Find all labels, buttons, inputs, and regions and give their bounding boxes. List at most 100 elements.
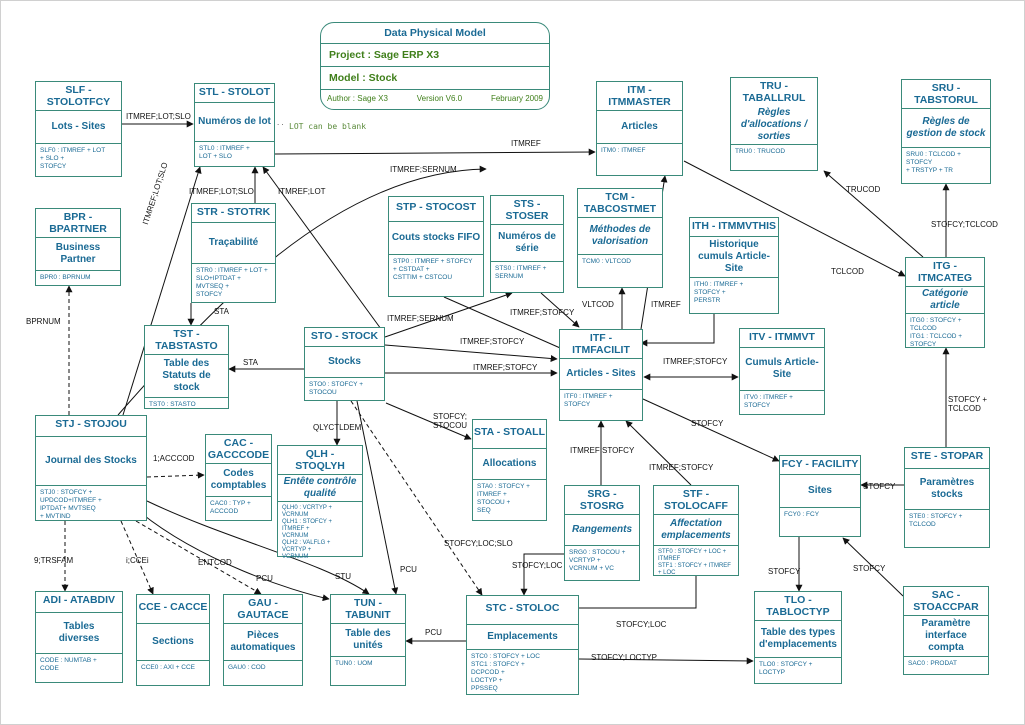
entity-sac[interactable]: SAC - STOACCPAR Paramètre interface comp… xyxy=(903,586,989,675)
entity-description: Lots - Sites xyxy=(51,121,106,132)
entity-keys: STR0 : ITMREF + LOT + SLO+IPTDAT + MVTSE… xyxy=(192,263,275,302)
link-label: STOFCY xyxy=(691,419,724,428)
entity-keys: TUN0 : UOM xyxy=(331,656,405,671)
author-label: Author : Sage X3 xyxy=(327,94,388,103)
entity-keys: FCY0 : FCY xyxy=(780,507,860,522)
link-label: TRUCOD xyxy=(846,185,881,194)
entity-title: STL - STOLOT xyxy=(195,84,274,103)
entity-sta[interactable]: STA - STOALL Allocations STA0 : STOFCY +… xyxy=(472,419,547,521)
entity-keys: SRG0 : STOCOU + VCRTYP + VCRNUM + VC xyxy=(565,545,639,576)
entity-sto[interactable]: STO - STOCK Stocks STO0 : STOFCY + STOCO… xyxy=(304,327,385,401)
entity-ste[interactable]: STE - STOPAR Paramètres stocks STE0 : ST… xyxy=(904,447,990,548)
entity-keys: SRU0 : TCLCOD + STOFCY + TRSTYP + TR xyxy=(902,147,990,178)
entity-description: Rangements xyxy=(571,524,632,535)
entity-srg[interactable]: SRG - STOSRG Rangements SRG0 : STOCOU + … xyxy=(564,485,640,581)
link-label: i;CCEi xyxy=(126,556,149,565)
entity-itg[interactable]: ITG - ITMCATEG Catégorie article ITG0 : … xyxy=(905,257,985,348)
entity-description: Couts stocks FIFO xyxy=(391,232,481,243)
link-label: ITMREF;LOT;SLO xyxy=(126,112,191,121)
entity-stj[interactable]: STJ - STOJOU Journal des Stocks STJ0 : S… xyxy=(35,415,147,521)
entity-description: Stocks xyxy=(328,356,361,367)
entity-keys: BPR0 : BPRNUM xyxy=(36,270,120,285)
entity-description: Entête contrôle qualité xyxy=(283,476,357,499)
entity-stf[interactable]: STF - STOLOCAFF Affectation emplacements… xyxy=(653,485,739,576)
entity-keys: TST0 : STASTO xyxy=(145,397,228,412)
project-label: Project : Sage ERP X3 xyxy=(321,44,549,67)
entity-keys: STA0 : STOFCY + ITMREF + STOCOU + SEQ xyxy=(473,479,546,518)
link-label: ITMREF;LOT;SLO xyxy=(189,187,254,196)
entity-description: Historique cumuls Article- Site xyxy=(698,239,770,274)
link-label: PCU xyxy=(256,574,273,583)
entity-title: ITV - ITMMVT xyxy=(740,329,824,348)
entity-keys: SLF0 : ITMREF + LOT + SLO + STOFCY xyxy=(36,143,121,174)
entity-cac[interactable]: CAC - GACCCODE Codes comptables CAC0 : T… xyxy=(205,434,272,521)
link-label: BPRNUM xyxy=(26,317,61,326)
entity-stl[interactable]: STL - STOLOT Numéros de lot STL0 : ITMRE… xyxy=(194,83,275,167)
entity-description: Catégorie article xyxy=(921,288,969,311)
entity-title: SRG - STOSRG xyxy=(565,486,639,515)
link-label: 9;TRSFAM xyxy=(34,556,74,565)
entity-sts[interactable]: STS - STOSER Numéros de série STS0 : ITM… xyxy=(490,195,564,293)
link-label: STA xyxy=(214,307,229,316)
entity-stc[interactable]: STC - STOLOC Emplacements STC0 : STOFCY … xyxy=(466,595,579,695)
entity-slf[interactable]: SLF - STOLOTFCY Lots - Sites SLF0 : ITMR… xyxy=(35,81,122,177)
entity-tun[interactable]: TUN - TABUNIT Table des unités TUN0 : UO… xyxy=(330,594,406,686)
entity-description: Business Partner xyxy=(55,242,101,265)
entity-title: SLF - STOLOTFCY xyxy=(36,82,121,111)
link-label: ITMREF xyxy=(651,300,681,309)
entity-description: Numéros de lot xyxy=(198,116,271,127)
entity-description: Table des Statuts de stock xyxy=(162,358,211,393)
entity-sru[interactable]: SRU - TABSTORUL Règles de gestion de sto… xyxy=(901,79,991,184)
entity-keys: ITF0 : ITMREF + STOFCY xyxy=(560,389,642,412)
entity-stp[interactable]: STP - STOCOST Couts stocks FIFO STP0 : I… xyxy=(388,196,484,297)
entity-fcy[interactable]: FCY - FACILITY Sites FCY0 : FCY xyxy=(779,455,861,537)
entity-ith[interactable]: ITH - ITMMVTHIS Historique cumuls Articl… xyxy=(689,217,779,314)
entity-description: Codes comptables xyxy=(210,468,267,491)
entity-adi[interactable]: ADI - ATABDIV Tables diverses CODE : NUM… xyxy=(35,591,123,683)
model-title: Data Physical Model xyxy=(321,23,549,44)
entity-description: Allocations xyxy=(482,458,537,469)
link-label: STOFCY xyxy=(768,567,801,576)
entity-keys: QLH0 : VCRTYP + VCRNUM QLH1 : STOFCY + I… xyxy=(278,501,362,564)
entity-keys: TLO0 : STOFCY + LOCTYP xyxy=(755,657,841,680)
lot-blank-note: LOT can be blank xyxy=(289,122,367,131)
entity-itv[interactable]: ITV - ITMMVT Cumuls Article- Site ITV0 :… xyxy=(739,328,825,415)
entity-description: Table des types d'emplacements xyxy=(759,627,837,650)
entity-title: ADI - ATABDIV xyxy=(36,592,122,613)
link-label: ITMREF;LOT xyxy=(278,187,326,196)
entity-keys: ITG0 : STOFCY + TCLCOD ITG1 : TCLCOD + S… xyxy=(906,313,984,352)
entity-keys: CODE : NUMTAB + CODE xyxy=(36,653,122,676)
entity-keys: TCM0 : VLTCOD xyxy=(578,254,662,269)
entity-bpr[interactable]: BPR - BPARTNER Business Partner BPR0 : B… xyxy=(35,208,121,286)
link-label: PCU xyxy=(425,628,442,637)
link-label: VLTCOD xyxy=(582,300,614,309)
link-label: ITMREF xyxy=(511,139,541,148)
entity-gau[interactable]: GAU - GAUTACE Pièces automatiques GAU0 :… xyxy=(223,594,303,686)
entity-tru[interactable]: TRU - TABALLRUL Règles d'allocations / s… xyxy=(730,77,818,171)
entity-keys: CAC0 : TYP + ACCCOD xyxy=(206,496,271,519)
entity-str[interactable]: STR - STOTRK Traçabilité STR0 : ITMREF +… xyxy=(191,203,276,303)
entity-itm[interactable]: ITM - ITMMASTER Articles ITM0 : ITMREF xyxy=(596,81,683,176)
date-label: February 2009 xyxy=(490,94,543,103)
entity-keys: SAC0 : PRODAT xyxy=(904,656,988,671)
entity-qlh[interactable]: QLH - STOQLYH Entête contrôle qualité QL… xyxy=(277,445,363,560)
link-label: ITMREF;STOFCY xyxy=(649,463,714,472)
link-label: STA xyxy=(243,358,258,367)
entity-keys: STP0 : ITMREF + STOFCY + CSTDAT + CSTTIM… xyxy=(389,254,483,285)
entity-tcm[interactable]: TCM - TABCOSTMET Méthodes de valorisatio… xyxy=(577,188,663,288)
model-header: Data Physical Model Project : Sage ERP X… xyxy=(320,22,550,110)
entity-tst[interactable]: TST - TABSTASTO Table des Statuts de sto… xyxy=(144,325,229,409)
link-label: STU xyxy=(335,572,351,581)
entity-description: Numéros de série xyxy=(498,231,556,254)
entity-cce[interactable]: CCE - CACCE Sections CCE0 : AXI + CCE xyxy=(136,594,210,686)
entity-description: Tables diverses xyxy=(58,621,100,644)
entity-itf[interactable]: ITF - ITMFACILIT Articles - Sites ITF0 :… xyxy=(559,329,643,421)
note-connector: . . xyxy=(277,118,284,127)
entity-description: Articles xyxy=(621,121,658,132)
link-label: STOFCY xyxy=(853,564,886,573)
entity-tlo[interactable]: TLO - TABLOCTYP Table des types d'emplac… xyxy=(754,591,842,684)
entity-title: STR - STOTRK xyxy=(192,204,275,223)
link-label: ITMREF;STOFCY xyxy=(570,446,635,455)
link-label: STOFCY;LOC xyxy=(616,620,667,629)
